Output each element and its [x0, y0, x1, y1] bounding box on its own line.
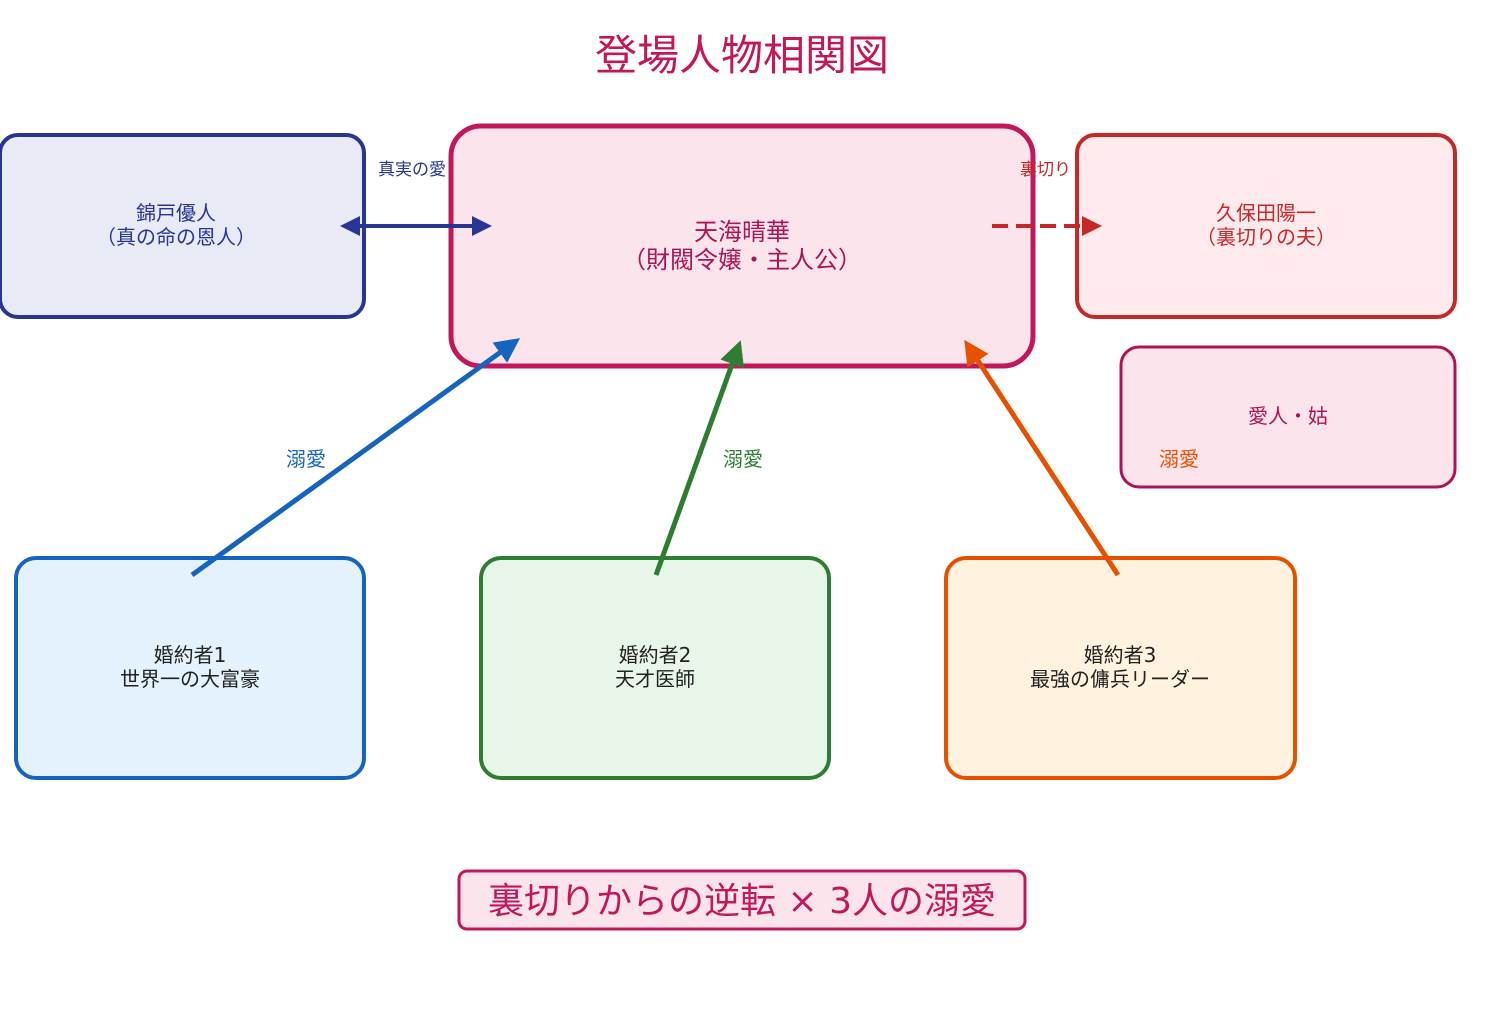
edge-fiance2-arrow — [653, 340, 744, 576]
node-main: 天海晴華 （財閥令嬢・主人公） — [448, 123, 1036, 369]
edge-fiance2-label: 溺愛 — [723, 447, 763, 471]
node-kubota-name: 久保田陽一 — [1216, 201, 1316, 225]
node-fiance1-desc: 世界一の大富豪 — [120, 667, 260, 691]
footer-banner: 裏切りからの逆転 × 3人の溺愛 — [457, 869, 1027, 931]
edge-fiance1-arrow — [190, 338, 521, 578]
node-fiance2-label: 婚約者2 — [619, 643, 692, 667]
node-main-role: （財閥令嬢・主人公） — [622, 246, 862, 274]
edge-betrayal-label: 裏切り — [1020, 159, 1071, 180]
node-fiance2: 婚約者2 天才医師 — [479, 556, 831, 780]
node-main-name: 天海晴華 — [694, 218, 790, 246]
node-fiance3-desc: 最強の傭兵リーダー — [1030, 667, 1210, 691]
edge-fiance3-arrow — [964, 339, 1121, 577]
node-fiance1-label: 婚約者1 — [154, 643, 227, 667]
node-fiance1-box — [14, 556, 366, 780]
node-fiance3: 婚約者3 最強の傭兵リーダー — [944, 556, 1297, 780]
edge-true-love-label: 真実の愛 — [378, 160, 446, 180]
node-aijin-name: 愛人・姑 — [1248, 404, 1328, 428]
edge-fiance1-label: 溺愛 — [286, 447, 326, 471]
node-fiance2-desc: 天才医師 — [615, 667, 695, 691]
footer-banner-text: 裏切りからの逆転 × 3人の溺愛 — [488, 881, 996, 922]
diagram-title: 登場人物相関図 — [595, 31, 889, 80]
node-aijin-box — [1119, 345, 1457, 489]
node-fiance2-box — [479, 556, 831, 780]
node-fiance3-box — [944, 556, 1297, 780]
footer-banner-box — [457, 869, 1027, 931]
node-nishikido: 錦戸優人 （真の命の恩人） — [0, 133, 366, 319]
node-nishikido-name: 錦戸優人 — [136, 201, 216, 225]
node-fiance1: 婚約者1 世界一の大富豪 — [14, 556, 366, 780]
node-kubota: 久保田陽一 （裏切りの夫） — [1075, 133, 1457, 319]
edge-fiance3-label: 溺愛 — [1159, 447, 1199, 471]
node-kubota-role: （裏切りの夫） — [1196, 225, 1336, 249]
node-aijin: 愛人・姑 — [1119, 345, 1457, 489]
node-fiance3-label: 婚約者3 — [1084, 643, 1157, 667]
node-nishikido-role: （真の命の恩人） — [96, 225, 256, 249]
